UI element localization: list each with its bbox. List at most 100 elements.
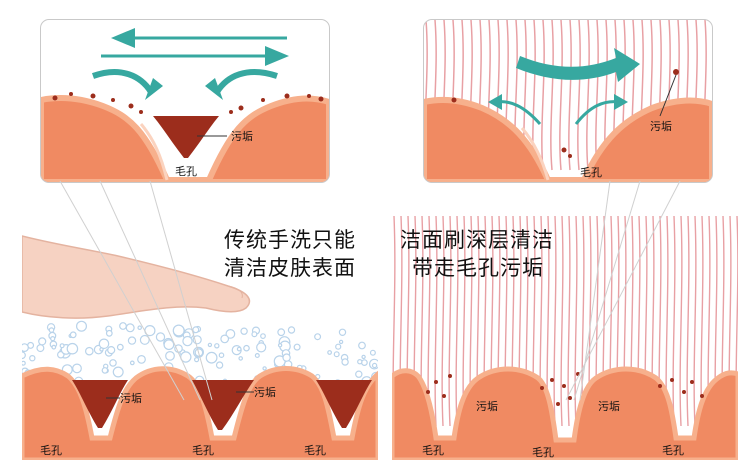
foam-bubble xyxy=(207,342,213,348)
dirt-label: 污垢 xyxy=(476,400,498,413)
bristle xyxy=(586,20,590,171)
bristle xyxy=(693,216,697,427)
foam-bubble xyxy=(69,331,77,339)
bristle xyxy=(679,216,683,427)
bristle xyxy=(686,216,690,427)
pore-label: 毛孔 xyxy=(422,444,444,457)
foam-bubble xyxy=(251,331,258,338)
foam-bubble xyxy=(107,346,116,355)
foam-bubble xyxy=(182,335,193,347)
zoom-dirt-label: 污垢 xyxy=(650,120,672,133)
bristle xyxy=(568,20,572,171)
foam-bubble xyxy=(172,324,185,337)
brush-caption: 洁面刷深层清洁 带走毛孔污垢 xyxy=(400,226,554,282)
pore-label: 毛孔 xyxy=(532,446,554,459)
dirt-specks xyxy=(52,92,324,114)
zoom-dirt-label: 污垢 xyxy=(231,130,253,143)
foam-bubble xyxy=(357,358,363,365)
bristle xyxy=(559,20,563,171)
bristle xyxy=(577,20,581,171)
foam-bubble xyxy=(51,344,57,350)
foam-bubble xyxy=(101,367,109,374)
foam-bubble xyxy=(155,332,166,342)
foam-bubble xyxy=(66,342,79,355)
foam-bubble xyxy=(99,347,104,352)
foam-bubble xyxy=(98,338,110,350)
foam-bubble xyxy=(277,328,286,337)
foam-bubble xyxy=(72,363,82,374)
foam-bubble xyxy=(163,339,175,351)
zoom-panel-brush: 污垢 毛孔 xyxy=(423,19,713,183)
hand-wash-caption-line2: 清洁皮肤表面 xyxy=(224,256,356,280)
foam-bubble xyxy=(116,343,124,351)
foam-bubble xyxy=(139,334,150,345)
foam-bubble xyxy=(22,351,26,360)
skin-surface xyxy=(22,366,378,460)
foam-bubble xyxy=(282,353,291,362)
foam-bubble xyxy=(36,344,45,353)
foam-bubble xyxy=(112,366,124,378)
foam-bubble xyxy=(355,370,363,378)
foam-bubble xyxy=(192,335,202,345)
foam-bubble xyxy=(220,334,230,344)
foam-bubble xyxy=(214,343,220,349)
foam-bubble xyxy=(314,333,322,341)
foam-bubble xyxy=(256,342,267,353)
foam-bubble xyxy=(129,360,135,366)
brush-caption-line2: 带走毛孔污垢 xyxy=(412,256,544,280)
bristle xyxy=(553,216,557,427)
foam-bubble xyxy=(75,320,87,332)
pore-label: 毛孔 xyxy=(40,444,62,457)
dirt-clump xyxy=(153,116,219,158)
foam-bubble xyxy=(293,343,301,351)
foam-bubble xyxy=(22,343,29,352)
foam-bubble xyxy=(254,353,260,359)
foam-bubble xyxy=(243,344,250,352)
foam-bubble xyxy=(361,354,366,360)
foam-bubble xyxy=(287,326,296,334)
foam-bubble xyxy=(109,359,117,367)
foam-bubble xyxy=(369,349,376,356)
dirt-label: 污垢 xyxy=(120,392,142,405)
bristle xyxy=(595,20,599,171)
foam-bubble xyxy=(194,357,200,363)
foam-bubble xyxy=(194,348,204,357)
foam-bubble xyxy=(165,350,175,361)
foam-bubble xyxy=(225,328,236,339)
foam-bubble xyxy=(180,351,192,363)
foam-bubble xyxy=(338,328,347,337)
dirt-label: 污垢 xyxy=(254,386,276,399)
foam-bubble xyxy=(38,337,47,346)
bristle xyxy=(672,216,676,427)
foam-bubble xyxy=(22,360,26,366)
hand-wash-caption-line1: 传统手洗只能 xyxy=(224,228,356,252)
bristle xyxy=(441,216,445,427)
pore-label: 毛孔 xyxy=(192,444,214,457)
foam-bubble xyxy=(205,351,218,364)
foam-bubble xyxy=(50,335,56,342)
foam-bubble xyxy=(335,343,342,350)
bristle xyxy=(541,20,545,171)
brush-rotation-arrow xyxy=(516,48,640,82)
foam-bubble xyxy=(174,344,183,353)
foam-bubble xyxy=(105,329,113,337)
foam-bubbles xyxy=(22,320,378,391)
foam-bubble xyxy=(144,324,156,337)
foam-bubble xyxy=(327,350,333,355)
foam-bubble xyxy=(277,342,283,348)
foam-bubble xyxy=(59,343,65,349)
dirt-specks xyxy=(451,69,679,158)
foam-bubble xyxy=(260,333,266,339)
foam-bubble xyxy=(262,366,267,371)
bristle xyxy=(455,216,459,427)
bristle xyxy=(434,216,438,427)
foam-bubble xyxy=(236,346,242,352)
bristle xyxy=(574,216,578,427)
rubbing-arrows xyxy=(101,28,289,66)
foam-bubble xyxy=(333,351,340,358)
foam-bubble xyxy=(371,362,378,369)
foam-bubble xyxy=(48,327,55,333)
brush-caption-line1: 洁面刷深层清洁 xyxy=(400,228,554,252)
foam-bubble xyxy=(240,327,248,335)
